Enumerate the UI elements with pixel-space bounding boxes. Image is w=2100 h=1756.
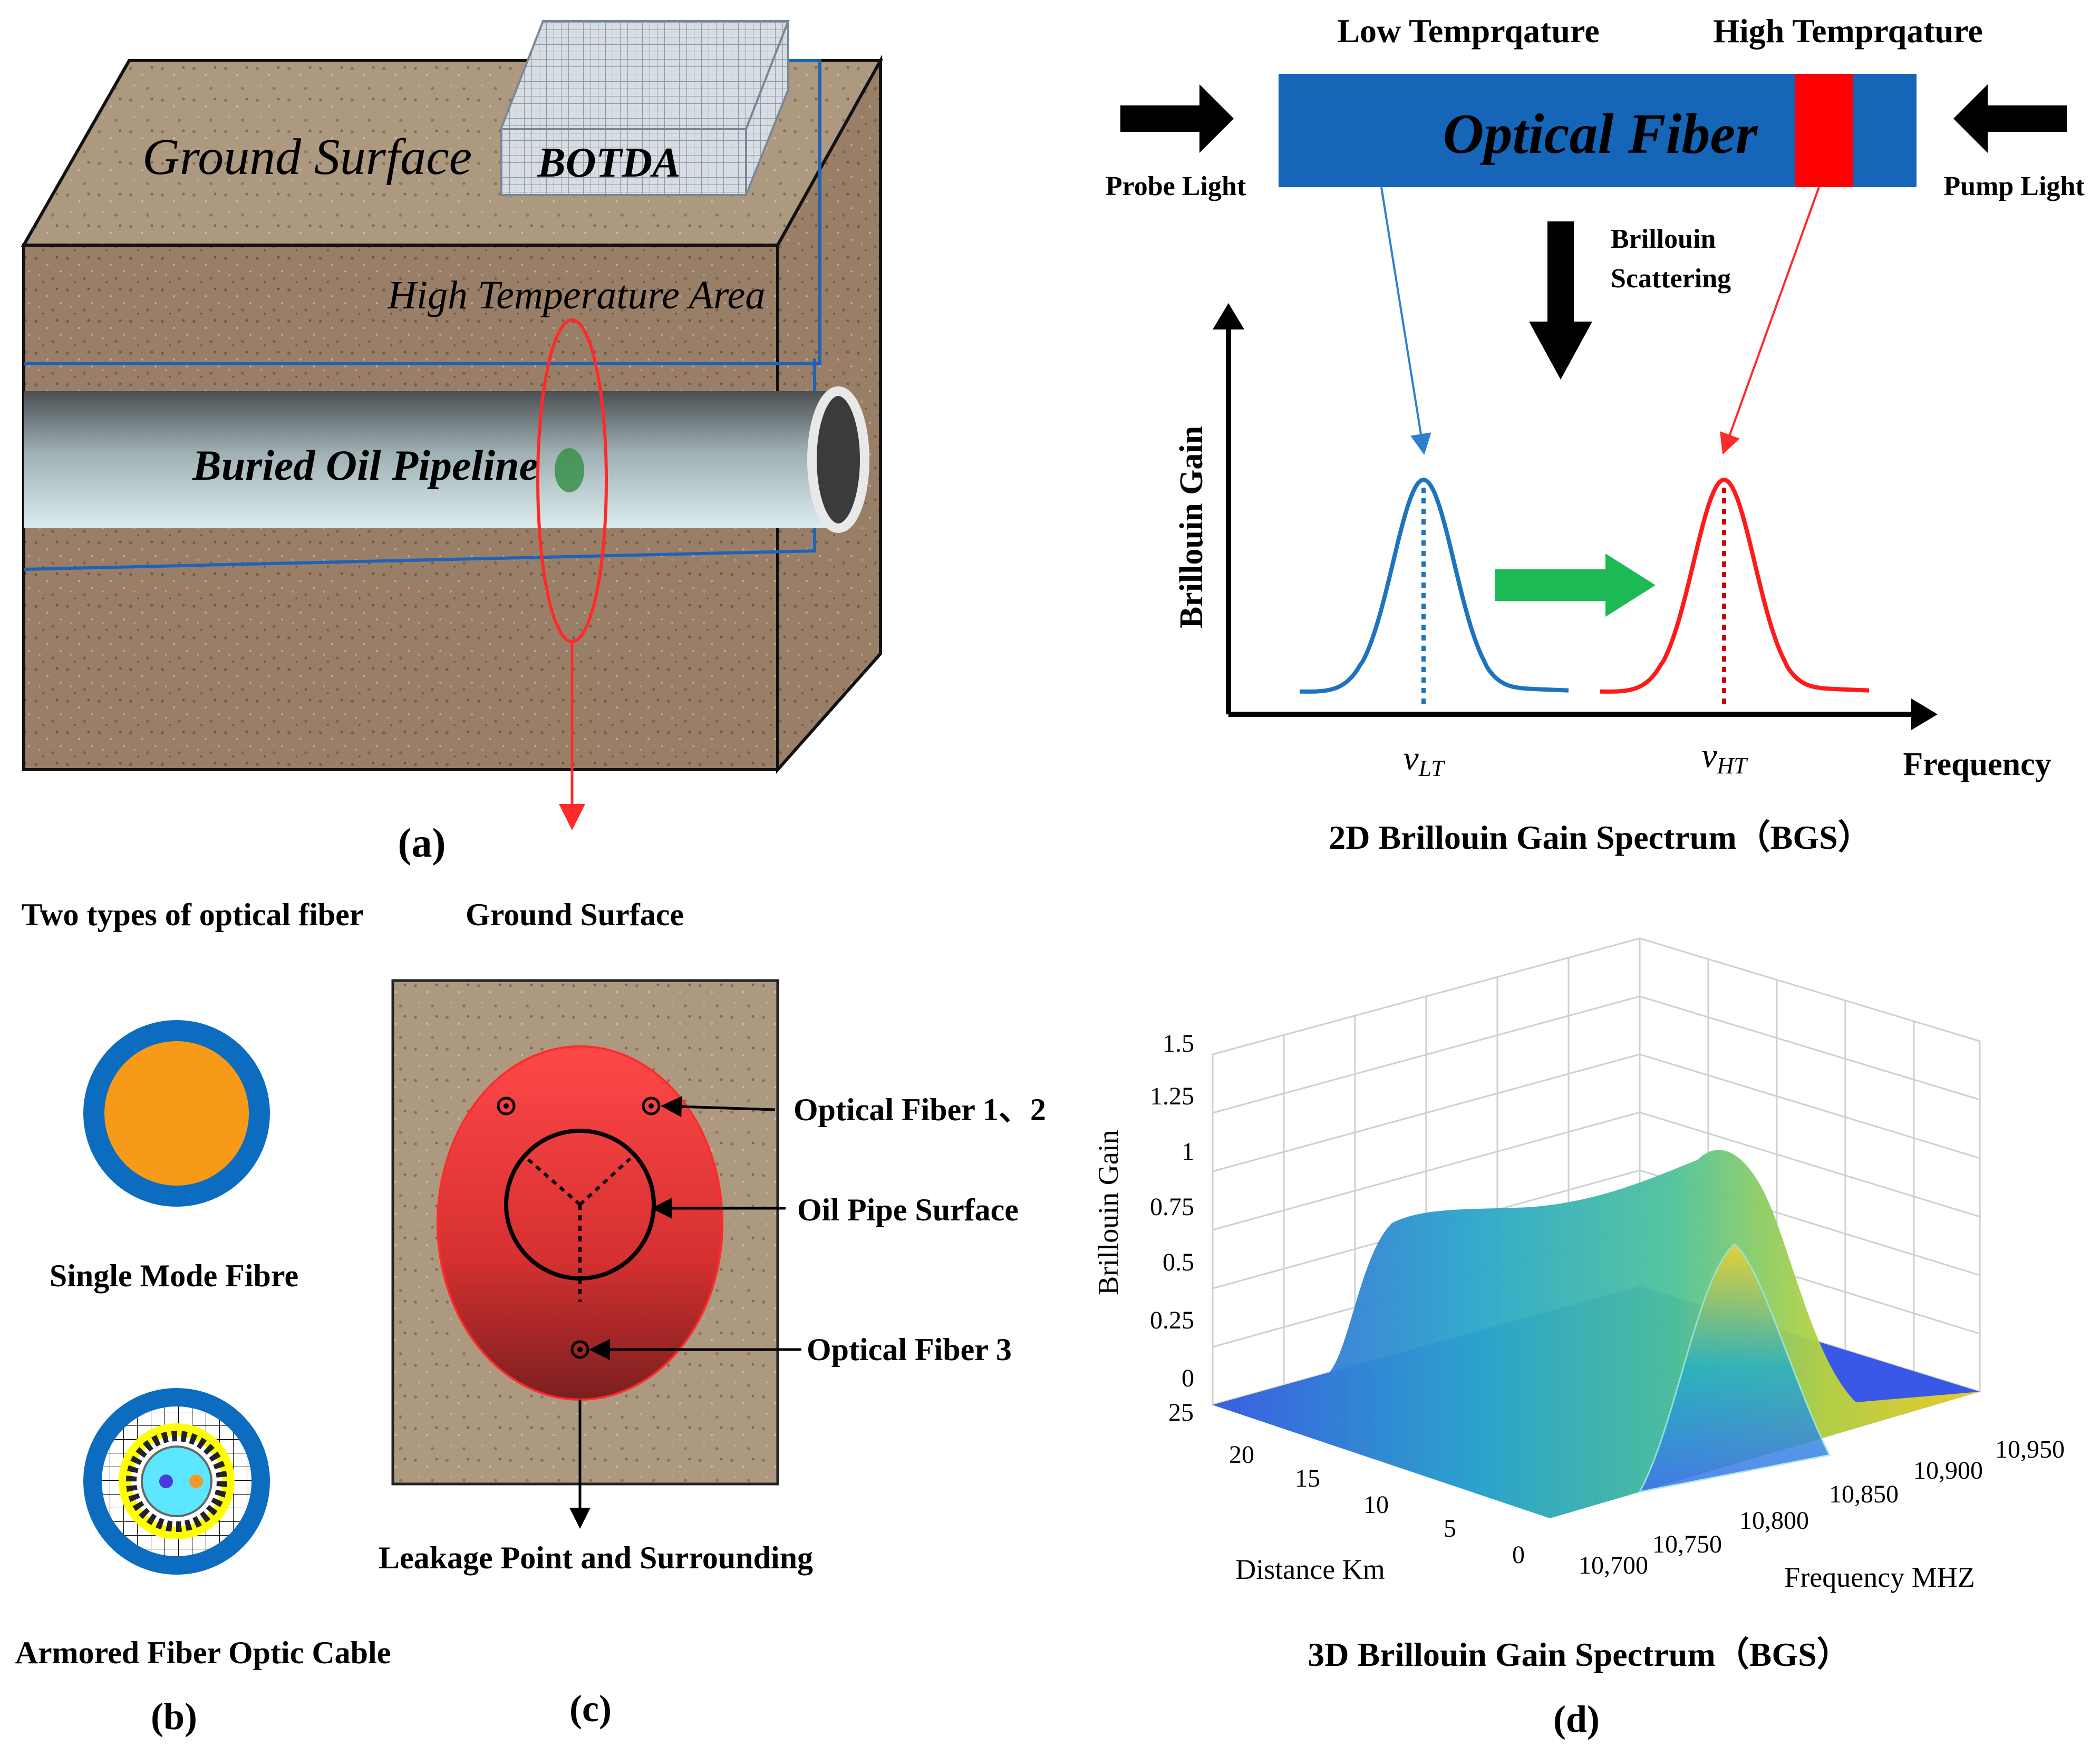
dist-tick-1: 5	[1444, 1515, 1456, 1542]
armored-label: Armored Fiber Optic Cable	[15, 1635, 391, 1670]
dist-tick-2: 10	[1363, 1491, 1389, 1519]
leakage-label: Leakage Point and Surrounding	[379, 1540, 813, 1575]
pipeline-label: Buried Oil Pipeline	[192, 441, 538, 489]
single-mode-label: Single Mode Fibre	[50, 1258, 298, 1293]
pipe-spokes	[526, 1157, 632, 1302]
fiber-3-marker	[570, 1340, 589, 1359]
dist-tick-3: 15	[1295, 1464, 1320, 1492]
freq-tick-0: 10,700	[1579, 1551, 1648, 1579]
panel-a-label: (a)	[398, 820, 446, 866]
panel-d-label: (d)	[1553, 1698, 1600, 1740]
single-mode-core	[104, 1041, 249, 1186]
dist-tick-5: 25	[1168, 1399, 1194, 1427]
armored-core	[141, 1445, 212, 1517]
high-temp-area-label: High Temperature Area	[387, 273, 765, 317]
pump-arrow	[1953, 84, 2067, 153]
bgs-2d-caption: 2D Brillouin Gain Spectrum（BGS）	[1329, 819, 1871, 856]
x-axis-label: Frequency	[1903, 746, 2051, 782]
high-temp-label: High Temprqature	[1713, 12, 1983, 50]
freq-tick-1: 10,750	[1652, 1530, 1722, 1558]
z-tick-6: 1.5	[1163, 1030, 1194, 1058]
pipeline-body	[24, 391, 838, 528]
ground-surface-c-label: Ground Surface	[466, 897, 684, 932]
z-axis-label: Brillouin Gain	[1092, 1130, 1124, 1295]
z-tick-0: 0	[1182, 1364, 1194, 1392]
v-ht-label: vHT	[1701, 736, 1748, 779]
freq-tick-4: 10,900	[1913, 1457, 1983, 1485]
scattering-label-1: Brillouin	[1611, 224, 1716, 254]
probe-arrow	[1120, 84, 1234, 153]
dist-tick-4: 20	[1229, 1441, 1254, 1469]
ground-surface-label: Ground Surface	[142, 129, 472, 186]
panel-c: Ground Surface Optical Fiber 1、2 Oil Pip…	[379, 897, 1046, 1730]
panel-b-label: (b)	[151, 1695, 197, 1738]
z-tick-2: 0.5	[1163, 1248, 1194, 1276]
probe-light-label: Probe Light	[1106, 171, 1246, 201]
peak-front	[1638, 1243, 1831, 1493]
low-temp-label: Low Temprqature	[1337, 12, 1599, 50]
armored-fiber-2	[189, 1474, 203, 1488]
high-temp-curve	[1600, 477, 1870, 694]
panel-c-label: (c)	[569, 1687, 612, 1730]
distance-axis-label: Distance Km	[1235, 1554, 1385, 1585]
leak-spot	[555, 448, 584, 492]
fiber-2-marker	[642, 1097, 661, 1115]
pump-light-label: Pump Light	[1943, 171, 2085, 201]
shift-arrow	[1495, 554, 1656, 617]
hot-segment	[1795, 74, 1853, 187]
pipe-surface-label: Oil Pipe Surface	[797, 1192, 1019, 1227]
panel-a: BOTDA Ground Surface High Temperature Ar…	[21, 20, 884, 866]
panel-b: Two types of optical fiber Single Mode F…	[15, 897, 391, 1738]
low-temp-curve	[1299, 477, 1569, 694]
freq-tick-5: 10,950	[1995, 1435, 2065, 1463]
z-tick-3: 0.75	[1150, 1193, 1194, 1221]
botda-box: BOTDA	[499, 20, 790, 196]
z-tick-5: 1.25	[1150, 1082, 1194, 1110]
panel-d: 0 0.25 0.5 0.75 1 1.25 1.5 0 5 10 15 20 …	[1092, 937, 2065, 1740]
low-temp-pointer	[1380, 187, 1431, 455]
scattering-label-2: Scattering	[1611, 264, 1731, 294]
z-tick-4: 1	[1182, 1138, 1194, 1166]
fiber12-label: Optical Fiber 1、2	[793, 1092, 1046, 1127]
y-axis-label: Brillouin Gain	[1174, 426, 1209, 628]
fiber-types-title: Two types of optical fiber	[22, 897, 364, 932]
optical-fiber-label: Optical Fiber	[1443, 103, 1758, 166]
fiber-1-marker	[497, 1097, 516, 1115]
freq-tick-2: 10,800	[1739, 1507, 1809, 1535]
botda-label: BOTDA	[537, 140, 680, 186]
panel-2d-bgs: Low Temprqature High Temprqature Optical…	[1106, 12, 2085, 856]
pipeline-end	[807, 386, 869, 533]
freq-tick-3: 10,850	[1829, 1480, 1899, 1508]
heated-zone	[437, 1045, 723, 1401]
high-temp-pointer	[1720, 187, 1820, 455]
z-tick-1: 0.25	[1150, 1306, 1194, 1334]
bgs-3d-caption: 3D Brillouin Gain Spectrum（BGS）	[1308, 1636, 1850, 1673]
dist-tick-0: 0	[1512, 1541, 1525, 1569]
scattering-arrow	[1529, 221, 1592, 380]
v-lt-label: vLT	[1403, 739, 1446, 781]
armored-fiber-1	[159, 1474, 173, 1488]
frequency-axis-label: Frequency MHZ	[1784, 1561, 1975, 1593]
fiber3-label: Optical Fiber 3	[807, 1332, 1012, 1367]
